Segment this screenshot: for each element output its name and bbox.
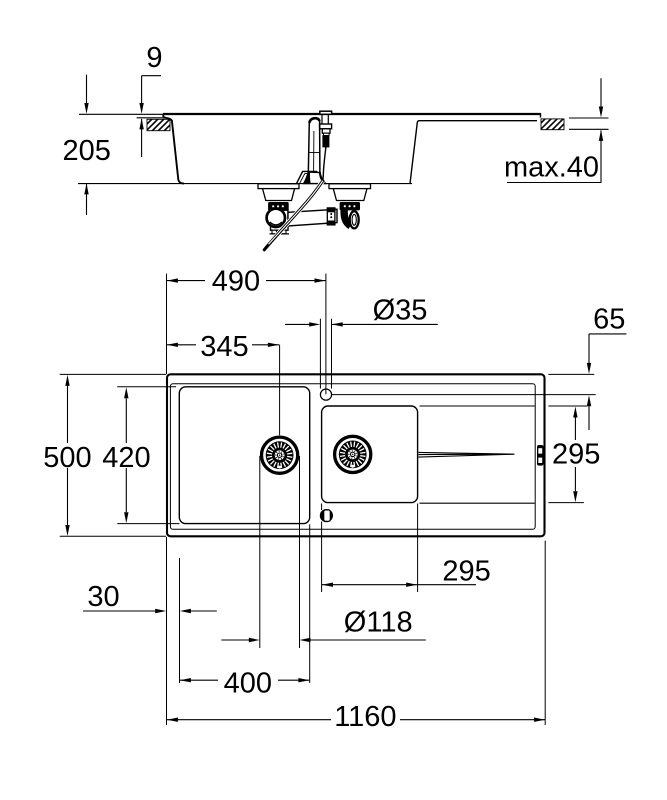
- svg-text:1160: 1160: [334, 701, 396, 733]
- svg-text:500: 500: [43, 442, 91, 474]
- svg-text:65: 65: [593, 304, 625, 336]
- svg-text:max.40: max.40: [504, 151, 599, 183]
- svg-text:295: 295: [442, 556, 490, 588]
- svg-text:295: 295: [552, 438, 600, 470]
- svg-text:345: 345: [200, 331, 248, 363]
- svg-text:9: 9: [146, 42, 162, 74]
- svg-text:400: 400: [224, 667, 272, 699]
- svg-text:Ø118: Ø118: [344, 607, 413, 639]
- svg-text:30: 30: [87, 581, 119, 613]
- svg-text:Ø35: Ø35: [373, 295, 428, 327]
- svg-text:205: 205: [63, 135, 111, 167]
- svg-text:490: 490: [212, 266, 260, 298]
- svg-text:420: 420: [102, 442, 150, 474]
